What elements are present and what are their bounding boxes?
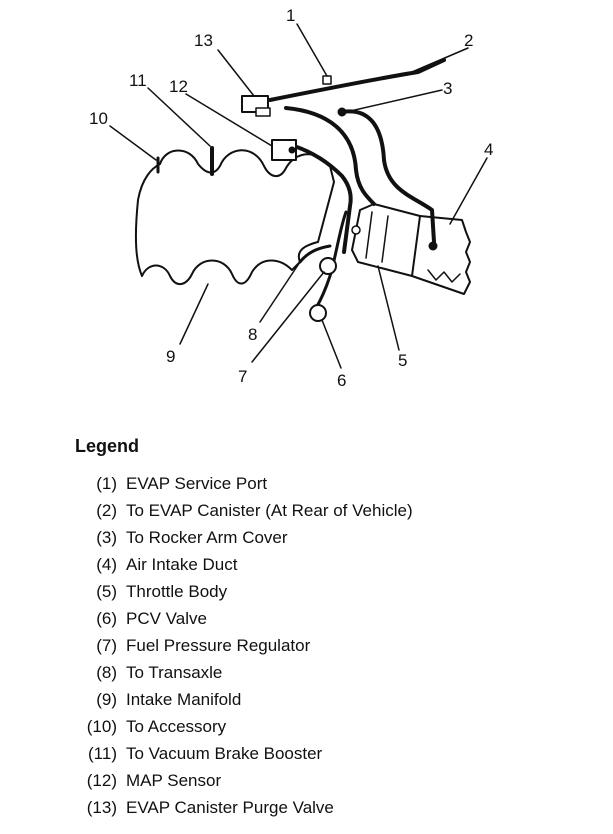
legend-item-vacuum-brake-booster: (11) To Vacuum Brake Booster [70, 740, 413, 767]
map-sensor [271, 139, 297, 161]
legend-title: Legend [75, 436, 140, 456]
legend-item-air-intake-duct: (4) Air Intake Duct [70, 551, 413, 578]
legend-item-number: (13) [86, 798, 117, 817]
rocker-cover-hose [340, 109, 436, 244]
pcv-hose [314, 210, 348, 310]
callout-4: 4 [484, 140, 493, 159]
legend-item-number: (9) [96, 690, 117, 709]
throttle-body-detail [365, 211, 389, 263]
vacuum-hose-diagram: 1 2 3 4 5 6 7 8 9 10 11 12 13 [89, 6, 493, 390]
callout-7: 7 [238, 367, 247, 386]
callout-9: 9 [166, 347, 175, 366]
legend-item-number: (2) [96, 501, 117, 520]
legend-item-fuel-pressure-regulator: (7) Fuel Pressure Regulator [70, 632, 413, 659]
transaxle-line [298, 244, 332, 264]
air-intake-duct-ribs [427, 269, 461, 283]
callout-3: 3 [443, 79, 452, 98]
air-intake-duct [411, 215, 471, 295]
duct-fitting [428, 241, 438, 251]
legend-item-number: (1) [96, 474, 117, 493]
legend-item-text: To EVAP Canister (At Rear of Vehicle) [126, 501, 413, 520]
legend-item-text: EVAP Service Port [126, 474, 268, 493]
evap-service-port [322, 75, 332, 85]
legend-item-text: To Accessory [126, 717, 227, 736]
legend-item-number: (7) [96, 636, 117, 655]
legend-item-text: Air Intake Duct [126, 555, 238, 574]
legend-item-pcv-valve: (6) PCV Valve [70, 605, 413, 632]
legend-item-number: (12) [86, 771, 117, 790]
legend-item-map-sensor: (12) MAP Sensor [70, 767, 413, 794]
evap-canister-hose [268, 58, 446, 102]
legend-item-text: Intake Manifold [126, 690, 242, 709]
legend-item-text: Fuel Pressure Regulator [126, 636, 311, 655]
legend-item-transaxle: (8) To Transaxle [70, 659, 413, 686]
legend-item-number: (10) [86, 717, 117, 736]
legend-item-accessory: (10) To Accessory [70, 713, 413, 740]
legend-item-evap-canister: (2) To EVAP Canister (At Rear of Vehicle) [70, 497, 413, 524]
legend-item-text: MAP Sensor [126, 771, 222, 790]
throttle-body-fitting [351, 225, 361, 235]
callout-13: 13 [194, 31, 213, 50]
callout-12: 12 [169, 77, 188, 96]
leader-lines [109, 23, 488, 369]
fuel-pressure-regulator [319, 257, 337, 275]
legend-item-text: To Rocker Arm Cover [126, 528, 288, 547]
map-sensor-port [288, 146, 296, 154]
legend-item-text: Throttle Body [126, 582, 228, 601]
callout-1: 1 [286, 6, 295, 25]
legend-item-text: To Transaxle [126, 663, 223, 682]
legend-list: (1) EVAP Service Port (2) To EVAP Canister… [70, 470, 413, 821]
legend-item-number: (6) [96, 609, 117, 628]
map-sensor-hose [292, 144, 353, 254]
legend-item-number: (5) [96, 582, 117, 601]
callout-5: 5 [398, 351, 407, 370]
legend-item-number: (4) [96, 555, 117, 574]
intake-manifold [134, 149, 335, 285]
callout-2: 2 [464, 31, 473, 50]
legend-item-number: (11) [88, 744, 117, 763]
legend-item-text: PCV Valve [126, 609, 207, 628]
evap-purge-valve-connector [255, 107, 271, 117]
callout-10: 10 [89, 109, 108, 128]
callout-6: 6 [337, 371, 346, 390]
throttle-body [351, 203, 421, 277]
legend-item-throttle-body: (5) Throttle Body [70, 578, 413, 605]
callout-8: 8 [248, 325, 257, 344]
legend-item-text: EVAP Canister Purge Valve [126, 798, 334, 817]
legend-item-evap-purge-valve: (13) EVAP Canister Purge Valve [70, 794, 413, 821]
legend-item-number: (8) [96, 663, 117, 682]
legend-item-text: To Vacuum Brake Booster [126, 744, 323, 763]
legend-item-intake-manifold: (9) Intake Manifold [70, 686, 413, 713]
pcv-valve [309, 304, 327, 322]
callout-11: 11 [129, 71, 147, 90]
legend-item-evap-service-port: (1) EVAP Service Port [70, 470, 413, 497]
rocker-cover-fitting [337, 107, 347, 117]
purge-valve-hose [284, 106, 376, 206]
legend-item-rocker-arm-cover: (3) To Rocker Arm Cover [70, 524, 413, 551]
legend-item-number: (3) [96, 528, 117, 547]
